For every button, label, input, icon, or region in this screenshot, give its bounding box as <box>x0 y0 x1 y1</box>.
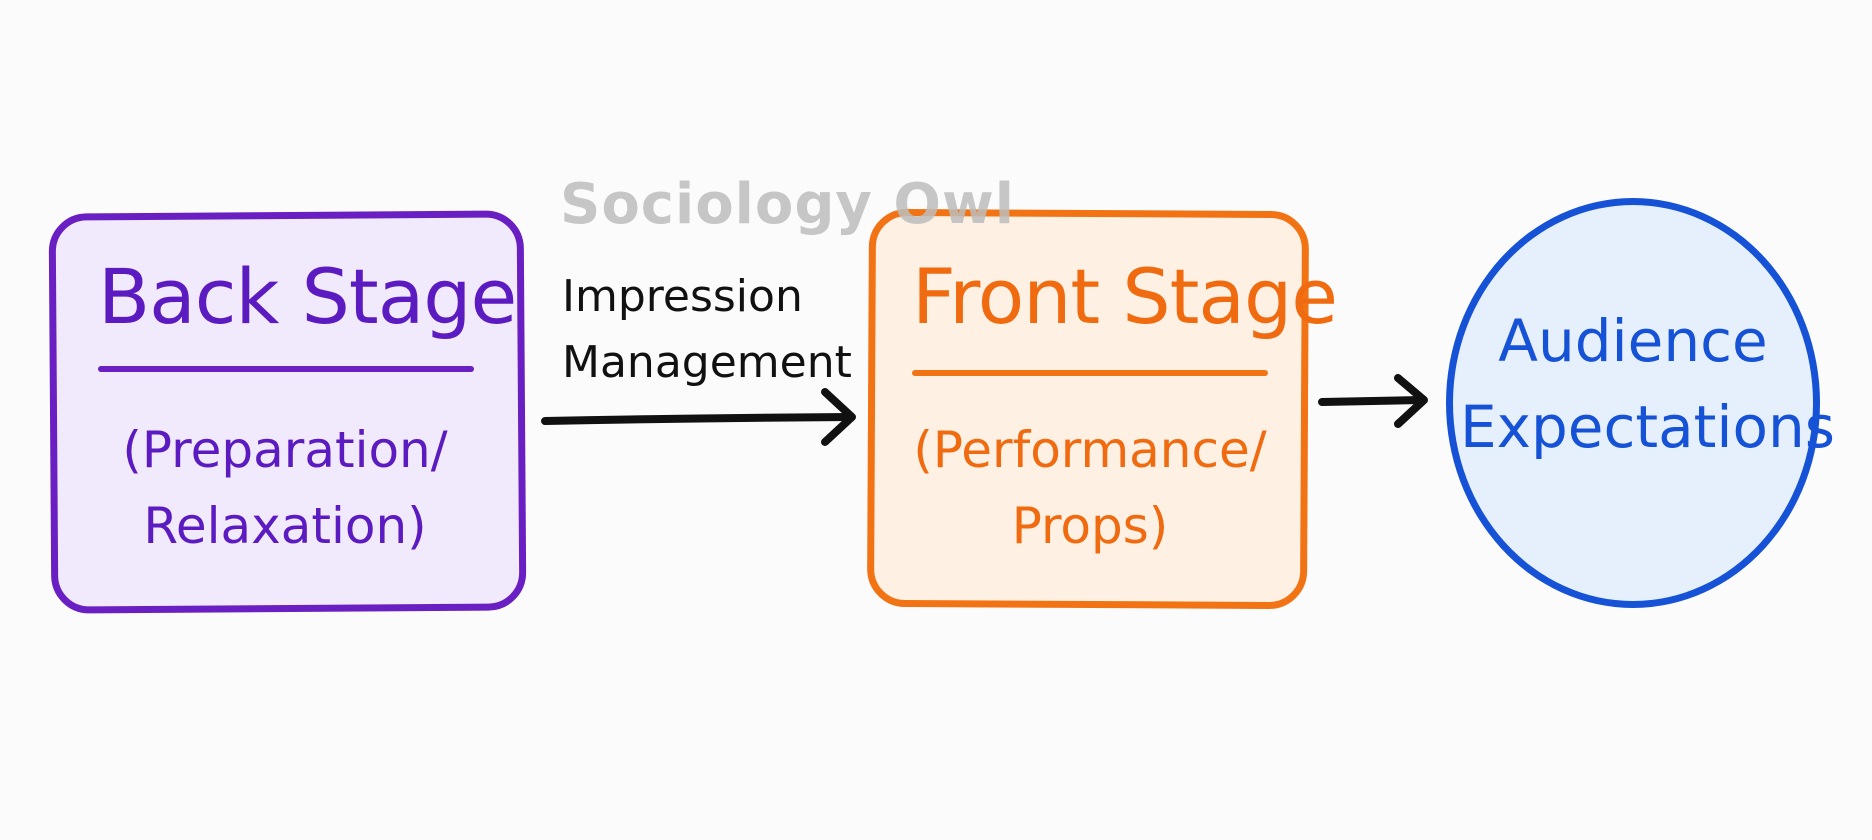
audience-expectations-circle <box>1446 198 1820 608</box>
back-stage-title: Back Stage <box>98 252 517 341</box>
back-stage-title-underline <box>98 366 474 372</box>
sociology-owl-watermark: Sociology Owl <box>560 172 1015 237</box>
arrow-front-to-audience <box>1318 374 1428 428</box>
front-stage-subtitle: (Performance/ Props) <box>913 421 1267 555</box>
front-stage-title-underline <box>912 370 1268 376</box>
front-stage-title: Front Stage <box>912 252 1338 341</box>
arrow-back-to-front <box>541 388 856 446</box>
impression-management-label: Impression Management <box>562 271 852 388</box>
back-stage-subtitle: (Preparation/ Relaxation) <box>122 421 448 555</box>
audience-expectations-label: Audience Expectations <box>1460 307 1835 461</box>
